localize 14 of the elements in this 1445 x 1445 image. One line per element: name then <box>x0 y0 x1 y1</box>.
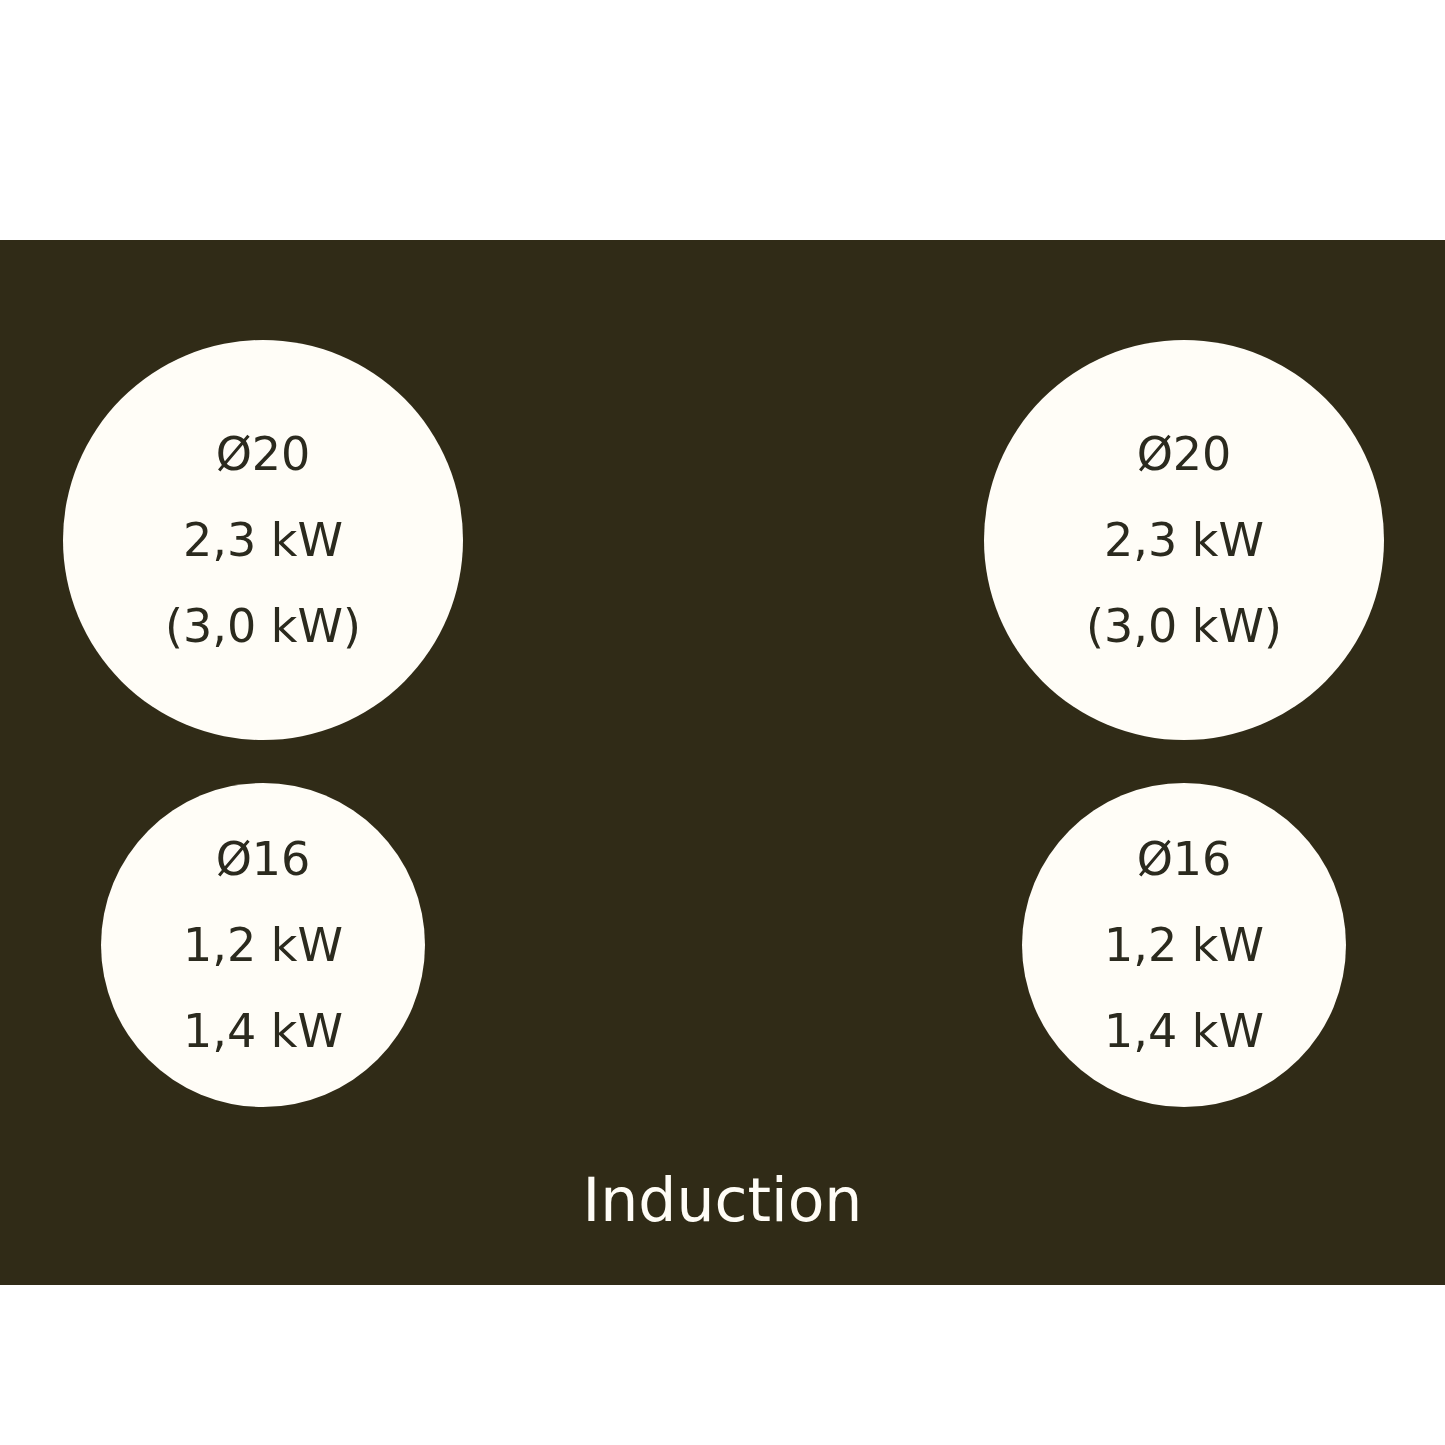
power-label: (3,0 kW) <box>165 598 361 655</box>
cooktop-type-label: Induction <box>582 1165 863 1235</box>
power-label: 1,2 kW <box>1104 917 1264 974</box>
power-label: (3,0 kW) <box>1086 598 1282 655</box>
power-label: 2,3 kW <box>1104 512 1264 569</box>
cooktop-panel <box>0 240 1445 1285</box>
diameter-label: Ø20 <box>1136 426 1232 483</box>
power-label: 1,2 kW <box>183 917 343 974</box>
power-label: 2,3 kW <box>183 512 343 569</box>
diameter-label: Ø20 <box>215 426 311 483</box>
diameter-label: Ø16 <box>1136 831 1232 888</box>
power-label: 1,4 kW <box>1104 1003 1264 1060</box>
diameter-label: Ø16 <box>215 831 311 888</box>
power-label: 1,4 kW <box>183 1003 343 1060</box>
